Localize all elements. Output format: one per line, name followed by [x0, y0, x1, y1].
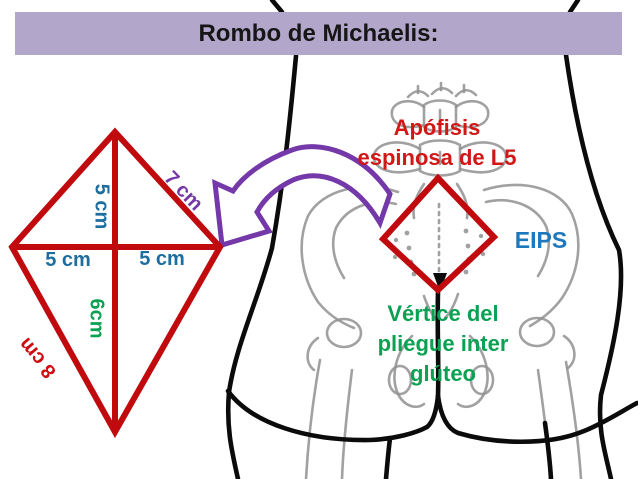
label-vertice-gluteo: Vértice del pliegue inter glúteo — [323, 299, 563, 389]
label-apofisis-line2: espinosa de L5 — [357, 145, 517, 170]
label-vertical-bottom-6cm: 6cm — [85, 298, 108, 339]
label-gluteo-line2: pliegue inter — [377, 331, 509, 356]
measurement-rhombus — [8, 127, 224, 439]
michaelis-diamond-on-anatomy — [378, 173, 499, 295]
curved-arrow-icon — [212, 144, 393, 249]
label-apofisis-l5: Apófisis espinosa de L5 — [317, 113, 557, 173]
label-horizontal-left-5cm: 5 cm — [45, 249, 91, 271]
pelvis-sketch — [300, 81, 583, 479]
label-apofisis-line1: Apófisis — [393, 115, 481, 140]
apex-down-arrow-icon — [433, 273, 447, 292]
label-horizontal-right-5cm: 5 cm — [139, 248, 185, 270]
label-eips: EIPS — [514, 227, 568, 253]
body-outline-top-stubs — [269, 0, 581, 15]
label-gluteo-line3: glúteo — [410, 361, 476, 386]
label-gluteo-line1: Vértice del — [387, 301, 499, 326]
page-title: Rombo de Michaelis: — [15, 12, 622, 55]
body-outline — [225, 52, 638, 479]
